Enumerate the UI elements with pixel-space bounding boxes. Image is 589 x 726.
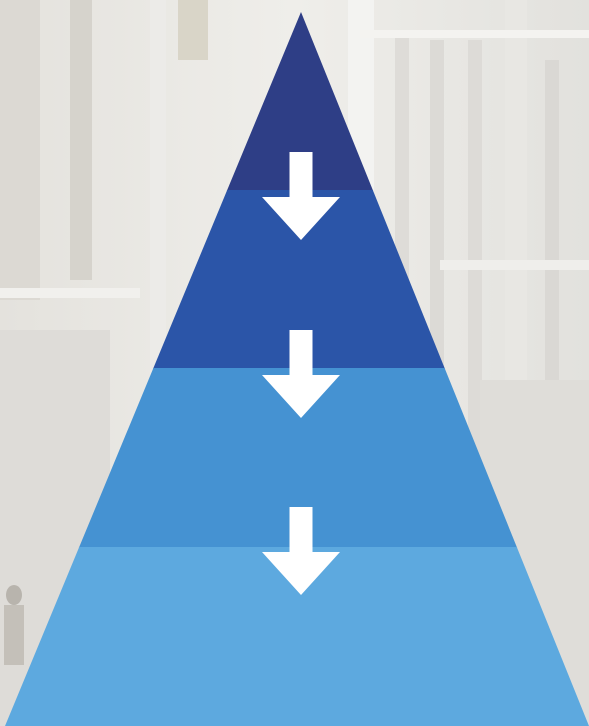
down-arrow-icon <box>262 507 340 595</box>
building-ledge <box>0 288 140 298</box>
building-column <box>468 40 482 560</box>
building-window <box>178 0 208 60</box>
pyramid-arrows <box>262 152 340 595</box>
pedestrian-figure <box>4 605 24 665</box>
building-column <box>0 0 40 300</box>
building-ledge <box>440 260 589 270</box>
building-ledge <box>360 30 589 38</box>
pedestrian-figure <box>6 585 22 605</box>
down-arrow-icon <box>262 152 340 240</box>
building-column <box>70 0 92 280</box>
down-arrow-icon <box>262 330 340 418</box>
